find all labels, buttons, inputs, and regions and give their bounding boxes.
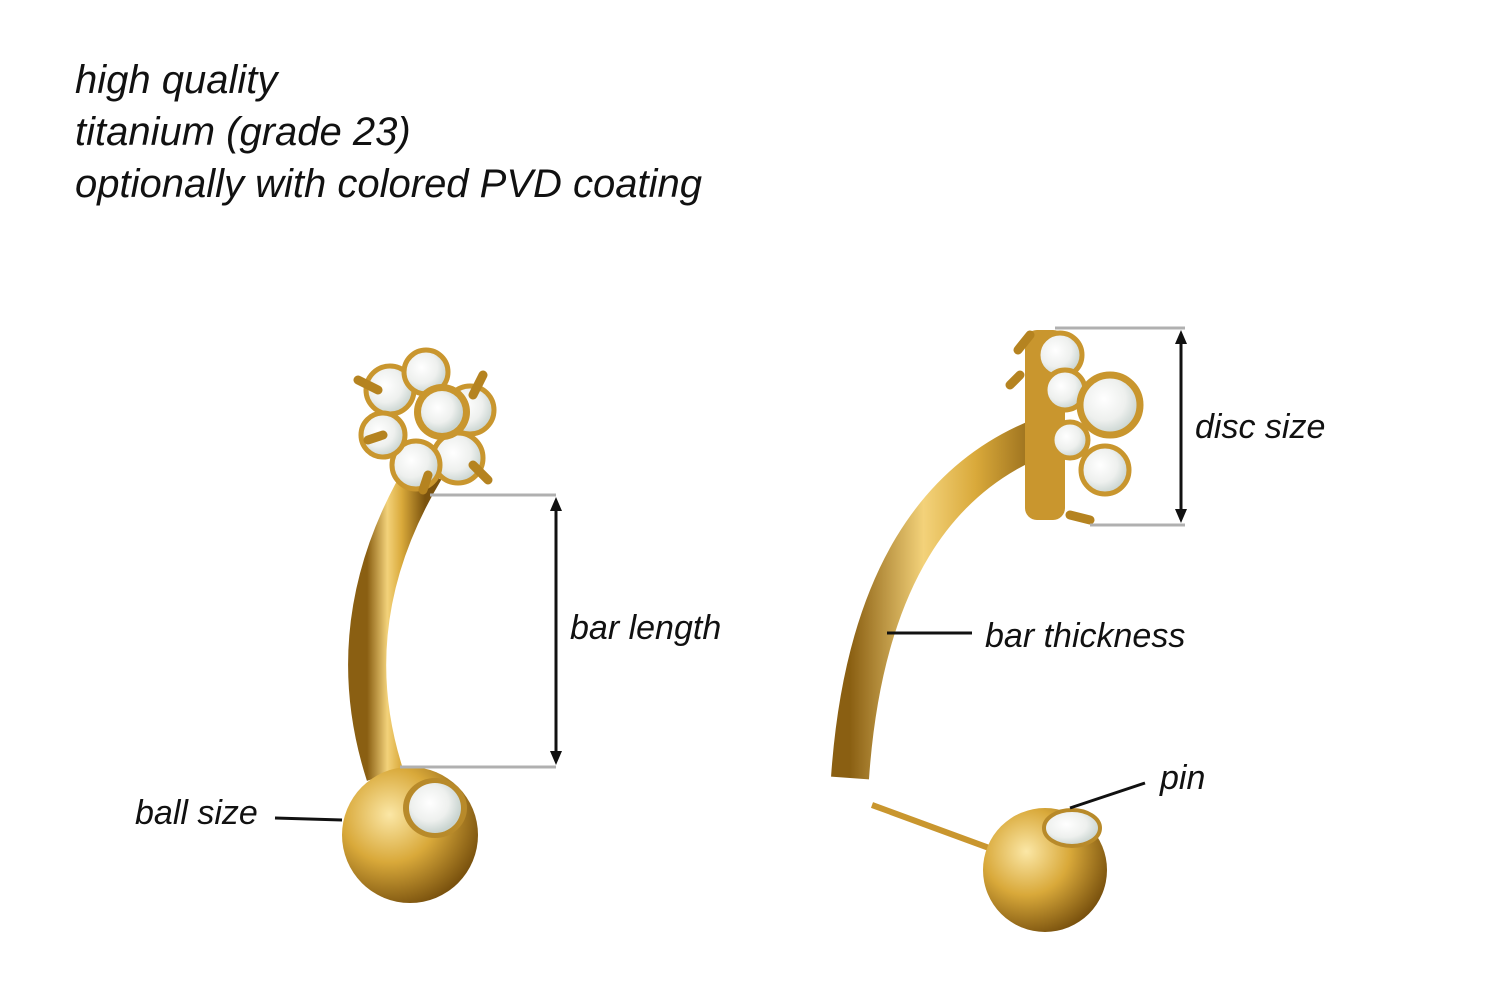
assembled-curved-barbell	[342, 347, 497, 903]
label-bar-length: bar length	[570, 609, 722, 647]
feature-line-quality: high quality	[75, 58, 278, 102]
flower-top	[353, 347, 497, 495]
curved-bar	[348, 460, 442, 781]
label-pin: pin	[1160, 759, 1206, 797]
curved-bar	[831, 411, 1066, 780]
feature-line-material: titanium (grade 23)	[75, 110, 411, 154]
label-ball-size: ball size	[135, 794, 258, 832]
flower-top-side	[1005, 330, 1144, 525]
disc-size-arrow	[1175, 330, 1187, 523]
disassembled-curved-barbell	[831, 330, 1144, 932]
bar-length-arrow	[550, 497, 562, 765]
pin-leader	[1069, 781, 1146, 810]
label-disc-size: disc size	[1195, 408, 1326, 446]
pin-shaft	[870, 802, 1002, 855]
feature-line-coating: optionally with colored PVD coating	[75, 162, 703, 206]
ball-size-leader	[274, 816, 343, 822]
opal-stone	[409, 783, 461, 833]
label-bar-thickness: bar thickness	[985, 617, 1186, 655]
